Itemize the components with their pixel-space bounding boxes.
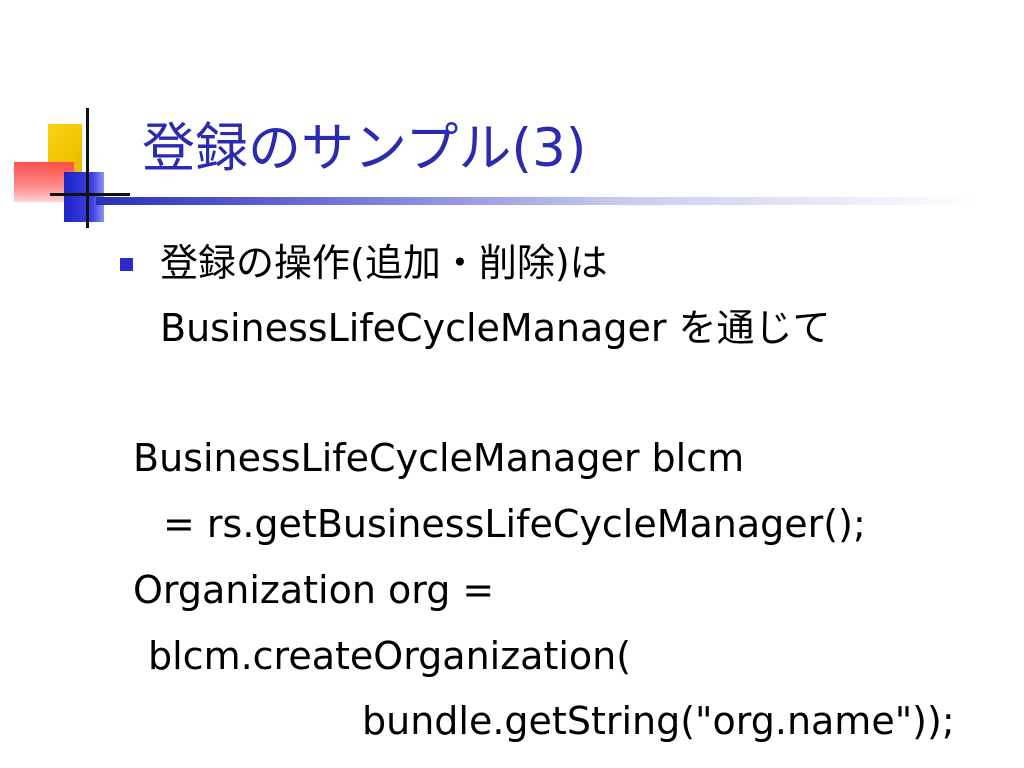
code-line-5: bundle.getString("org.name"));	[362, 699, 955, 743]
code-line-2: = rs.getBusinessLifeCycleManager();	[163, 502, 866, 546]
title-underline	[96, 197, 976, 205]
bullet-line-1: 登録の操作(追加・削除)は	[160, 241, 608, 285]
square-bullet-icon	[120, 258, 133, 271]
deco-horizontal-line	[50, 193, 130, 196]
deco-vertical-line	[86, 108, 89, 228]
code-line-1: BusinessLifeCycleManager blcm	[133, 436, 745, 480]
code-line-4: blcm.createOrganization(	[148, 634, 632, 678]
code-line-3: Organization org =	[133, 568, 495, 612]
slide-title: 登録のサンプル(3)	[142, 118, 587, 179]
bullet-line-2: BusinessLifeCycleManager を通じて	[160, 306, 831, 350]
